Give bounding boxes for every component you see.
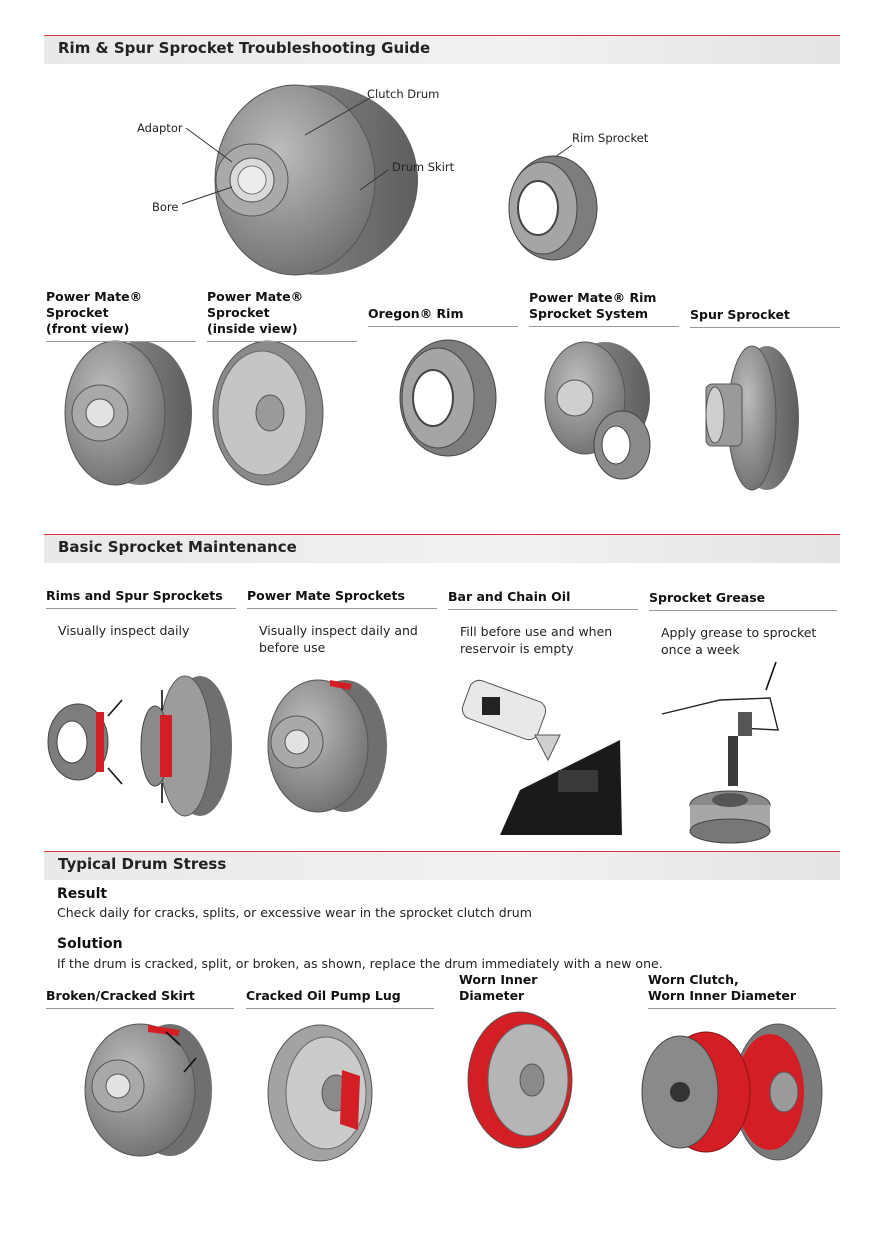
type-heading-power-mate-front: Power Mate® Sprocket(front view)	[46, 289, 196, 342]
worn-clutch-img	[641, 1023, 823, 1161]
rim-sprocket-system-img	[544, 341, 651, 480]
section-title: Typical Drum Stress	[58, 855, 227, 873]
type-heading-spur: Spur Sprocket	[690, 307, 840, 328]
type-heading-oregon-rim: Oregon® Rim	[368, 306, 518, 327]
section-title: Basic Sprocket Maintenance	[58, 538, 297, 556]
power-mate-inside-img	[212, 340, 324, 486]
result-text: Check daily for cracks, splits, or exces…	[57, 905, 532, 920]
grease-apply-img	[661, 661, 779, 844]
rim-sprocket-top	[508, 155, 598, 261]
callout-bore: Bore	[152, 200, 179, 214]
section-title: Rim & Spur Sprocket Troubleshooting Guid…	[58, 39, 431, 57]
result-heading: Result	[57, 886, 108, 902]
stress-heading-lug: Cracked Oil Pump Lug	[246, 988, 434, 1009]
maint-heading-rims: Rims and Spur Sprockets	[46, 588, 236, 609]
worn-inner-img	[467, 1011, 573, 1149]
power-mate-inspect-img	[267, 679, 387, 813]
main-clutch-drum	[214, 84, 418, 276]
spur-inspect-img	[140, 675, 232, 817]
oregon-rim-img	[399, 339, 497, 457]
maint-heading-grease: Sprocket Grease	[649, 590, 837, 611]
stress-heading-skirt: Broken/Cracked Skirt	[46, 988, 234, 1009]
cracked-lug-img	[267, 1024, 373, 1162]
type-heading-power-mate-inside: Power Mate® Sprocket(inside view)	[207, 289, 357, 342]
maint-desc-rims: Visually inspect daily	[58, 623, 190, 638]
power-mate-front-img	[64, 340, 192, 486]
stress-heading-clutch: Worn Clutch,Worn Inner Diameter	[648, 972, 836, 1009]
callout-clutch-drum: Clutch Drum	[367, 87, 440, 101]
section-header-troubleshooting: Rim & Spur Sprocket Troubleshooting Guid…	[44, 35, 840, 64]
solution-heading: Solution	[57, 936, 123, 952]
rim-inspect-img	[47, 703, 109, 781]
oil-fill-img	[461, 679, 622, 835]
spur-sprocket-img	[705, 345, 799, 491]
section-header-maintenance: Basic Sprocket Maintenance	[44, 534, 840, 563]
stress-heading-inner: Worn Inner Diameter	[459, 972, 538, 1003]
inspect-arrows	[107, 687, 381, 803]
callout-drum-skirt: Drum Skirt	[392, 160, 455, 174]
maint-heading-oil: Bar and Chain Oil	[448, 589, 638, 610]
maint-heading-power-mate: Power Mate Sprockets	[247, 588, 437, 609]
section-header-drum-stress: Typical Drum Stress	[44, 851, 840, 880]
broken-skirt-img	[84, 1023, 212, 1157]
solution-text: If the drum is cracked, split, or broken…	[57, 956, 663, 971]
callout-adaptor: Adaptor	[137, 121, 183, 135]
callout-rim-sprocket: Rim Sprocket	[572, 131, 649, 145]
